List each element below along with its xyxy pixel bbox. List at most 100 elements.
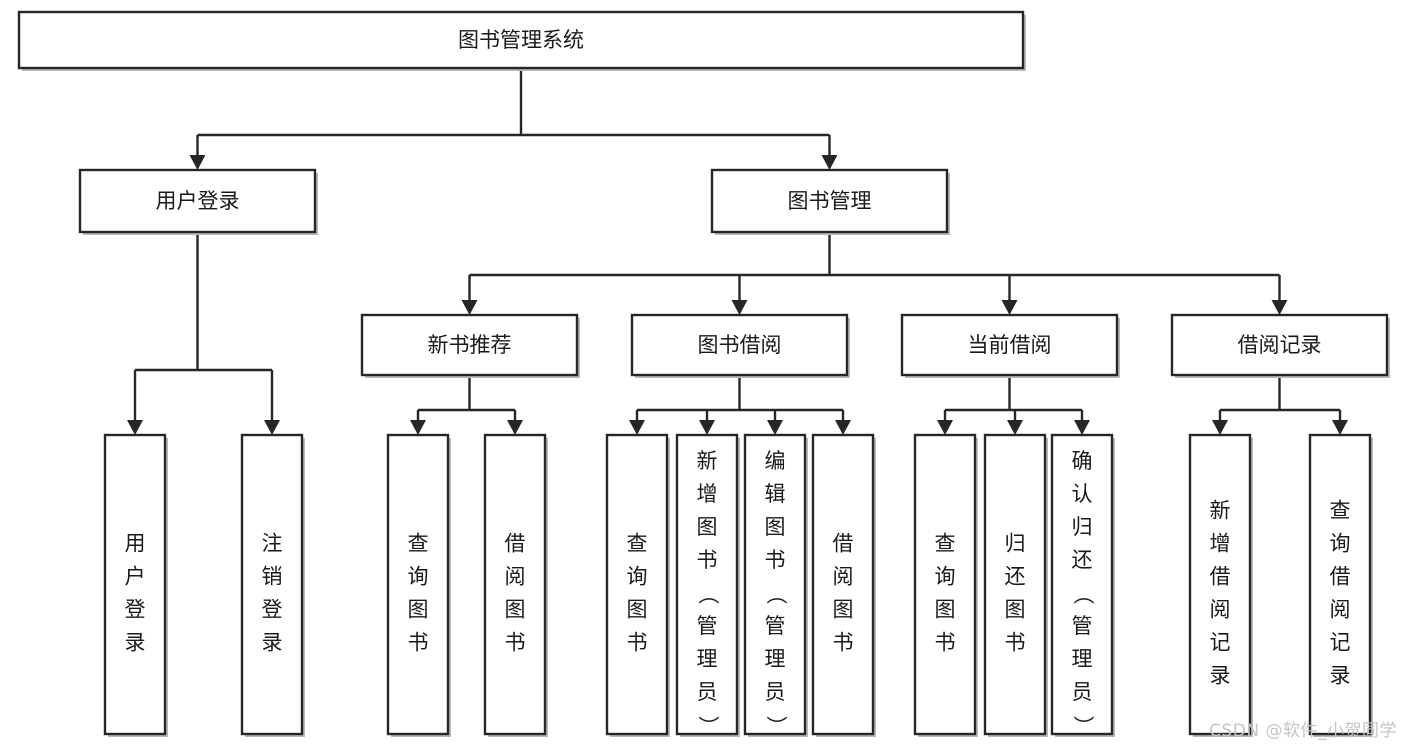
node-label-char: ） — [764, 716, 788, 737]
node-label-char: 录 — [1330, 664, 1351, 688]
node-label-char: 增 — [1210, 532, 1231, 556]
arrow-head — [264, 420, 280, 435]
node-label-char: 确 — [1072, 449, 1093, 473]
node-level2-0[interactable]: 用户登录 — [78, 168, 318, 235]
arrow-head — [699, 420, 715, 435]
node-label-char: 查 — [408, 532, 429, 556]
node-label: 用户登录 — [125, 532, 146, 655]
node-label-char: 查 — [1330, 499, 1351, 523]
node-label-char: 书 — [765, 548, 786, 572]
node-label-char: 员 — [697, 680, 718, 704]
node-label-char: 书 — [408, 631, 429, 655]
node-label-char: 新 — [697, 449, 718, 473]
node-label-char: 管 — [765, 614, 786, 638]
node-label-char: （ — [696, 584, 720, 605]
node-label-char: 询 — [935, 565, 956, 589]
box-outline — [386, 433, 450, 736]
node-label-char: 户 — [125, 565, 146, 589]
node-label-char: 员 — [765, 680, 786, 704]
node-label-char: 书 — [627, 631, 648, 655]
arrow-head — [821, 155, 838, 170]
node-label-char: （ — [764, 584, 788, 605]
node-label-char: 图 — [697, 515, 718, 539]
node-level3-0[interactable]: 新书推荐 — [360, 313, 580, 378]
box-outline — [1188, 433, 1252, 736]
node-label-char: 询 — [627, 565, 648, 589]
node-label-char: 还 — [1005, 565, 1026, 589]
node-label-char: 理 — [765, 647, 786, 671]
node-label-char: 用 — [125, 532, 146, 556]
leaf-arrow-1 — [264, 370, 280, 435]
box-outline — [811, 433, 875, 736]
node-label: 图书管理系统 — [458, 28, 584, 52]
node-label: 新书推荐 — [428, 333, 512, 357]
root-to-level2-1 — [821, 135, 838, 170]
arrow-head — [937, 420, 953, 435]
node-label-char: 登 — [125, 598, 146, 622]
node-label-char: 询 — [408, 565, 429, 589]
node-label-char: 管 — [697, 614, 718, 638]
node-label-char: 书 — [505, 631, 526, 655]
node-label-char: 管 — [1072, 614, 1093, 638]
box-outline — [78, 168, 317, 234]
arrow-head — [507, 420, 523, 435]
node-label-char: 员 — [1072, 680, 1093, 704]
node-label-char: 增 — [697, 482, 718, 506]
box-outline — [1050, 433, 1114, 736]
node-label-char: 借 — [1210, 565, 1231, 589]
node-label-char: 图 — [408, 598, 429, 622]
arrow-head — [835, 420, 851, 435]
node-label-char: （ — [1071, 584, 1095, 605]
box-outline — [1308, 433, 1372, 736]
node-level3-2[interactable]: 当前借阅 — [900, 313, 1120, 378]
node-label-char: 认 — [1072, 482, 1093, 506]
node-label-char: 图 — [833, 598, 854, 622]
node-label-char: 录 — [125, 631, 146, 655]
arrow-head — [1001, 300, 1018, 315]
node-level2-1[interactable]: 图书管理 — [710, 168, 950, 235]
node-leaf-0[interactable]: 用户登录 — [103, 433, 168, 737]
arrow-head — [1212, 420, 1228, 435]
arrow-head — [1074, 420, 1090, 435]
node-label-char: 询 — [1330, 532, 1351, 556]
node-label-char: 阅 — [1210, 598, 1231, 622]
node-label-char: 还 — [1072, 548, 1093, 572]
arrow-head — [189, 155, 206, 170]
box-outline — [630, 313, 849, 377]
leaf-arrow-0 — [127, 370, 143, 435]
node-label-char: 书 — [697, 548, 718, 572]
node-label-char: 归 — [1005, 532, 1026, 556]
box-outline — [103, 433, 167, 736]
node-level3-3[interactable]: 借阅记录 — [1170, 313, 1390, 378]
node-level3-1[interactable]: 图书借阅 — [630, 313, 850, 378]
books-to-level3-1 — [731, 275, 748, 315]
node-label-char: 新 — [1210, 499, 1231, 523]
box-outline — [605, 433, 669, 736]
node-label-char: ） — [696, 716, 720, 737]
node-label-char: 理 — [1072, 647, 1093, 671]
node-label-char: 借 — [833, 532, 854, 556]
node-label: 用户登录 — [156, 189, 240, 213]
box-outline — [913, 433, 977, 736]
books-to-level3-3 — [1271, 275, 1288, 315]
arrow-head — [1332, 420, 1348, 435]
node-root-图书管理系统[interactable]: 图书管理系统 — [17, 10, 1026, 71]
